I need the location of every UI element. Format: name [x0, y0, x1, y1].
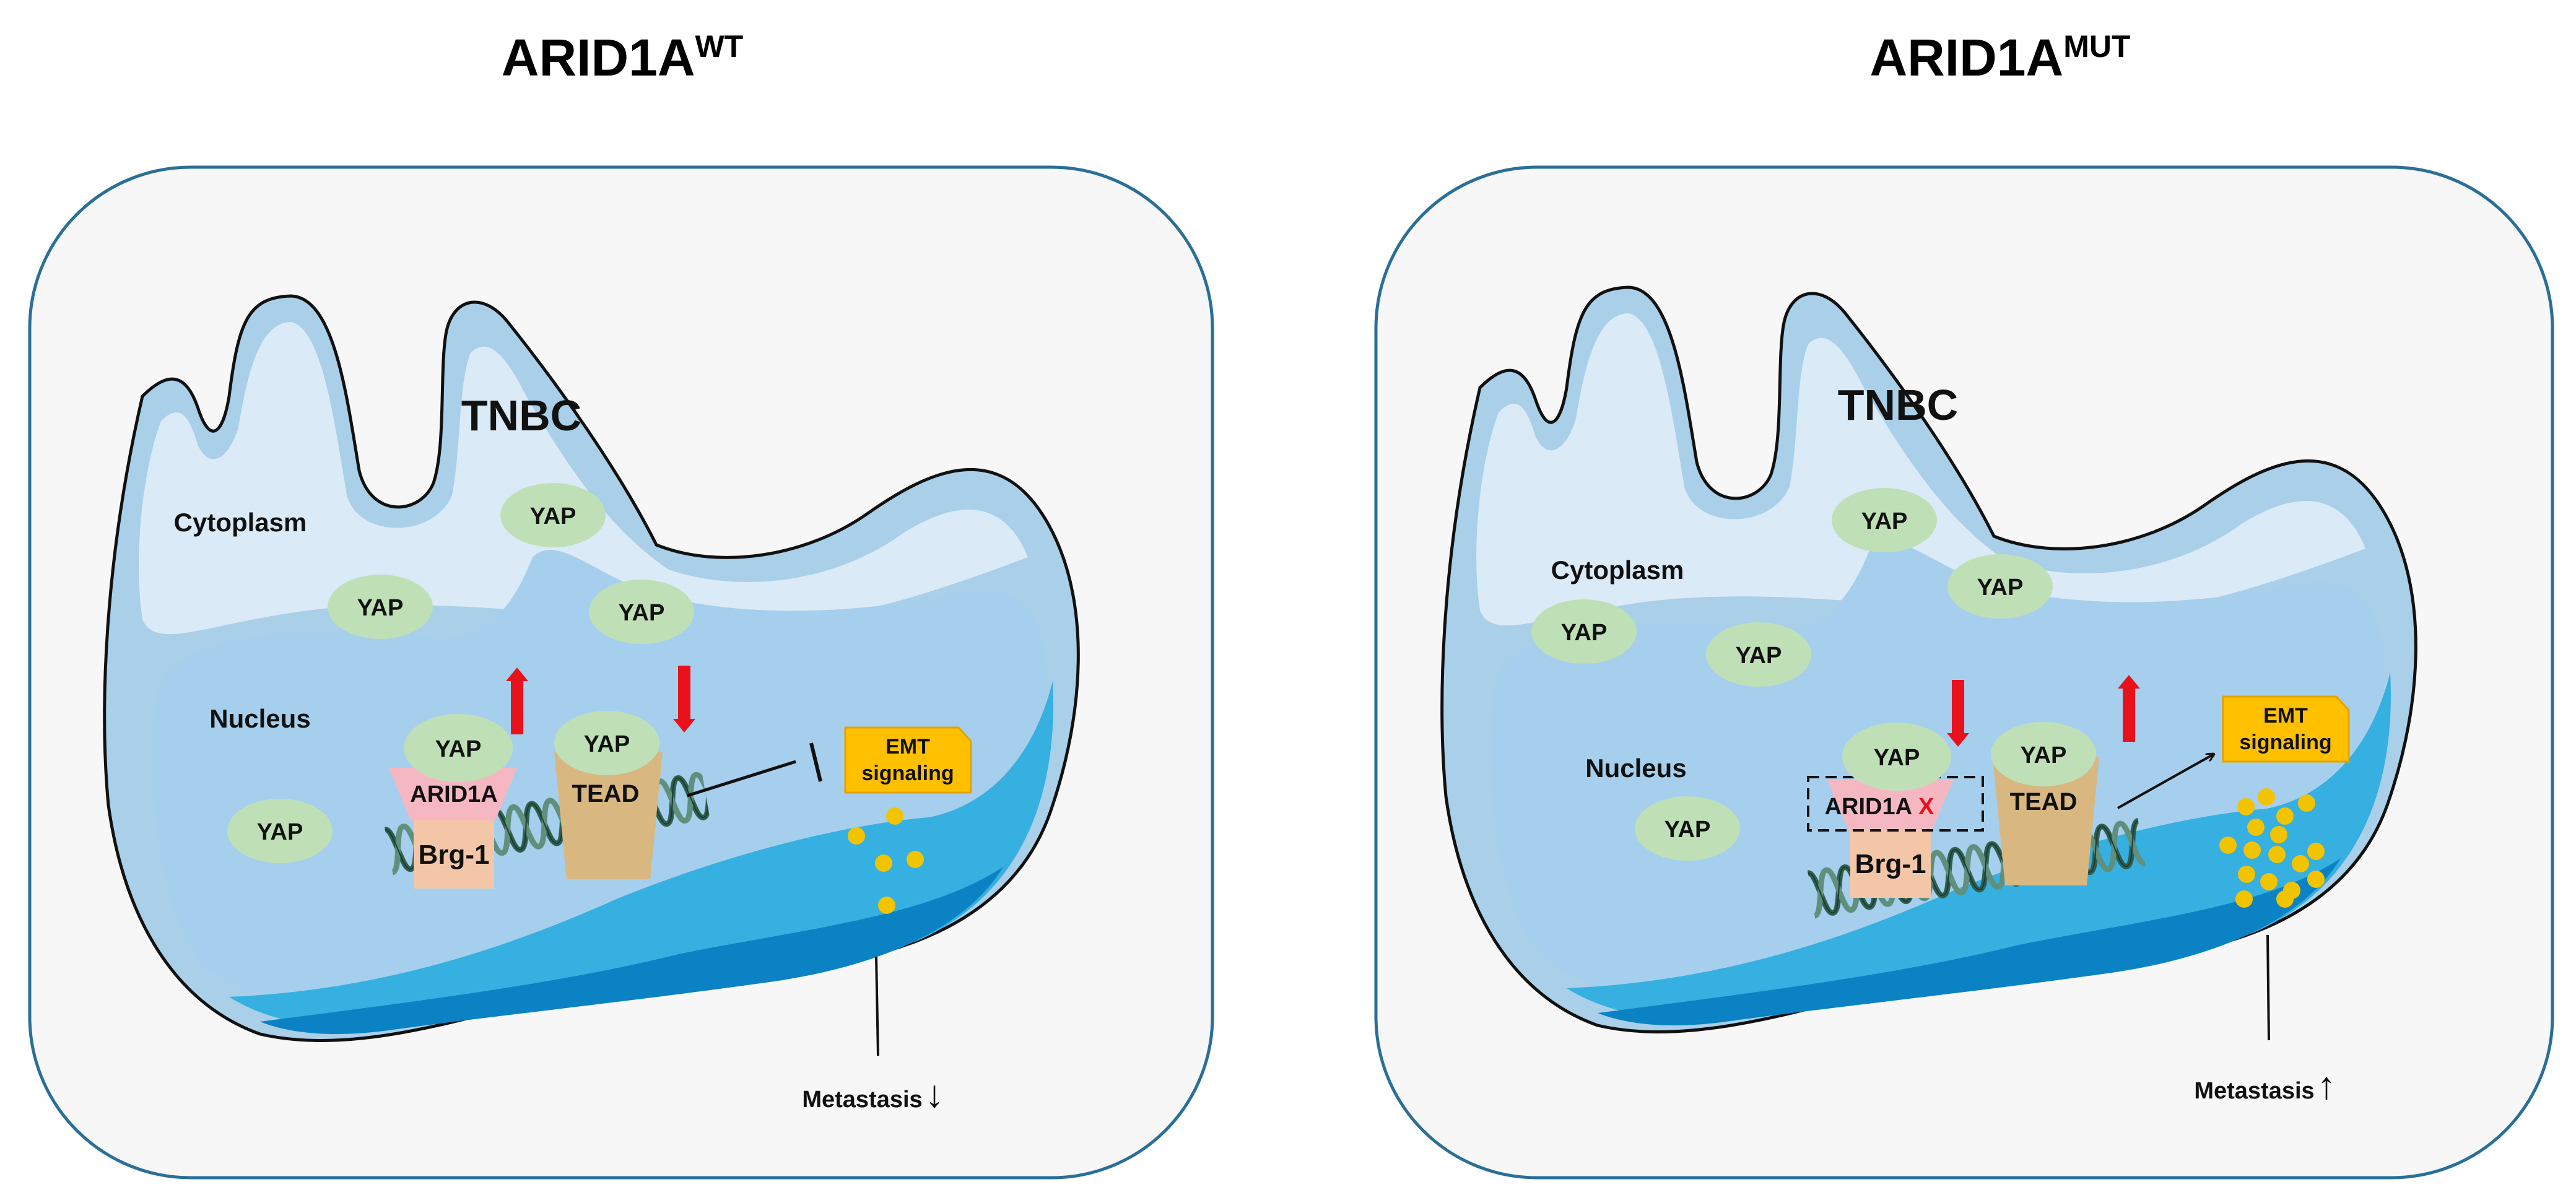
panel-mut: ARID1AMUT TNBC Cytoplasm Nucleus YAP YAP… [1374, 28, 2554, 1180]
signal-dots [848, 807, 924, 914]
arid1a-mutation-mark: X [1918, 794, 1934, 820]
emt-signaling-box: EMT signaling [2222, 695, 2350, 763]
emt-signaling-box: EMT signaling [844, 726, 972, 794]
svg-text:YAP: YAP [584, 731, 630, 757]
yap-cyto-1: YAP [500, 483, 606, 547]
metastasis-leader [875, 956, 879, 1056]
svg-text:TEAD: TEAD [2010, 788, 2078, 815]
svg-text:YAP: YAP [1664, 817, 1711, 843]
svg-text:YAP: YAP [530, 503, 577, 529]
svg-text:YAP: YAP [435, 736, 482, 762]
metastasis-arrow: ↓ [925, 1073, 944, 1116]
nucleus-label: Nucleus [1585, 754, 1686, 783]
arid1a-block: ARID1A [389, 768, 517, 820]
panel-wt: ARID1AWT TNBC Cytoplasm Nucleus YAP YAP … [28, 28, 1214, 1180]
yap-tead: YAP [554, 711, 659, 775]
svg-text:YAP: YAP [1977, 575, 2024, 601]
tead-block: TEAD [1993, 757, 2099, 885]
svg-text:EMT: EMT [2263, 704, 2308, 728]
cell-label: TNBC [461, 391, 581, 440]
metastasis-label: Metastasis↑ [2194, 1064, 2336, 1107]
yap-cyto-2: YAP [1947, 554, 2053, 619]
yap-arid1a: YAP [1842, 723, 1951, 791]
panel-mut-title: ARID1AMUT [1869, 28, 2130, 87]
svg-text:signaling: signaling [861, 762, 954, 785]
cell-label: TNBC [1838, 381, 1958, 429]
yap-cyto-2: YAP [328, 575, 433, 639]
yap-cyto-3: YAP [589, 580, 694, 644]
yap-cyto-3: YAP [1531, 599, 1637, 664]
nucleus-label: Nucleus [209, 704, 310, 733]
svg-text:TEAD: TEAD [572, 780, 640, 807]
metastasis-arrow: ↑ [2317, 1064, 2336, 1107]
cytoplasm-label: Cytoplasm [174, 508, 307, 537]
svg-text:YAP: YAP [1861, 508, 1908, 534]
inhibition-line [687, 760, 796, 798]
panel-mut-title-sup: MUT [2063, 29, 2130, 64]
svg-text:Brg-1: Brg-1 [419, 840, 490, 870]
cytoplasm-region [1476, 313, 2365, 626]
svg-text:YAP: YAP [1736, 643, 1782, 669]
svg-text:ARID1A: ARID1A [410, 781, 497, 807]
activation-arrow [2117, 754, 2214, 809]
svg-text:YAP: YAP [619, 600, 665, 626]
brg1-block: Brg-1 [414, 820, 494, 889]
membrane-wave-dark [260, 867, 1003, 1034]
yap-cyto-1: YAP [1832, 488, 1937, 552]
yap-nucleus: YAP [1635, 796, 1740, 861]
signal-dots [2219, 788, 2325, 908]
cytoplasm-label: Cytoplasm [1551, 555, 1684, 585]
brg1-block: Brg-1 [1850, 830, 1931, 898]
tead-block: TEAD [554, 752, 663, 879]
svg-text:YAP: YAP [357, 595, 404, 621]
panel-wt-title-sup: WT [695, 29, 743, 64]
svg-text:Brg-1: Brg-1 [1855, 849, 1926, 879]
svg-text:YAP: YAP [1561, 620, 1608, 646]
svg-text:YAP: YAP [257, 819, 303, 845]
yap-tead: YAP [1991, 722, 2096, 786]
inhibition-bar [809, 742, 822, 782]
yap-cyto-4: YAP [1706, 622, 1811, 687]
svg-text:signaling: signaling [2239, 731, 2331, 754]
svg-text:EMT: EMT [886, 735, 930, 759]
panel-wt-title: ARID1AWT [502, 28, 743, 87]
svg-text:YAP: YAP [2021, 742, 2067, 768]
yap-arid1a: YAP [404, 714, 513, 782]
membrane-wave-dark [1598, 858, 2341, 1025]
cytoplasm-region [139, 322, 1028, 635]
metastasis-leader [2266, 934, 2270, 1041]
yap-nucleus: YAP [227, 799, 333, 863]
svg-text:YAP: YAP [1874, 745, 1920, 771]
metastasis-label: Metastasis↓ [802, 1073, 944, 1116]
